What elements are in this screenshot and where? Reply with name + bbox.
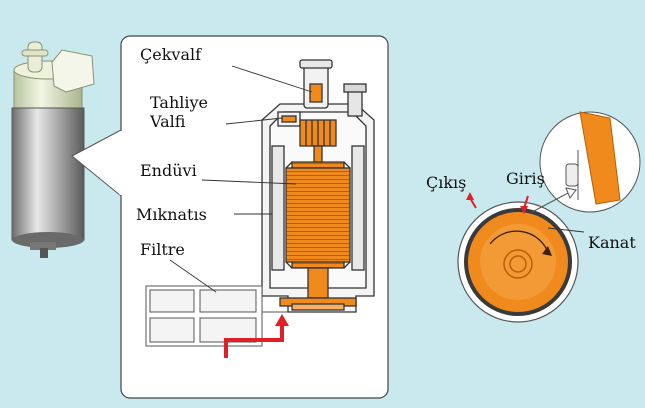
fuel-pump-photo (11, 41, 95, 258)
label-miknatis: Mıknatıs (136, 205, 207, 224)
photo-pointer (71, 129, 123, 198)
label-valfi: Valfi (150, 112, 186, 131)
pump-cross-section (261, 59, 375, 313)
label-tahliye: Tahliye (150, 93, 209, 112)
label-cekvalf: Çekvalf (140, 45, 202, 64)
label-enduvi: Endüvi (140, 161, 197, 180)
leader-lines (169, 65, 313, 293)
label-filtre: Filtre (140, 240, 185, 259)
label-kanat: Kanat (588, 233, 636, 252)
label-giris: Giriş (506, 169, 545, 188)
flow-arrow (224, 314, 289, 358)
impeller-detail (457, 111, 641, 323)
label-cikis: Çıkış (426, 173, 467, 192)
